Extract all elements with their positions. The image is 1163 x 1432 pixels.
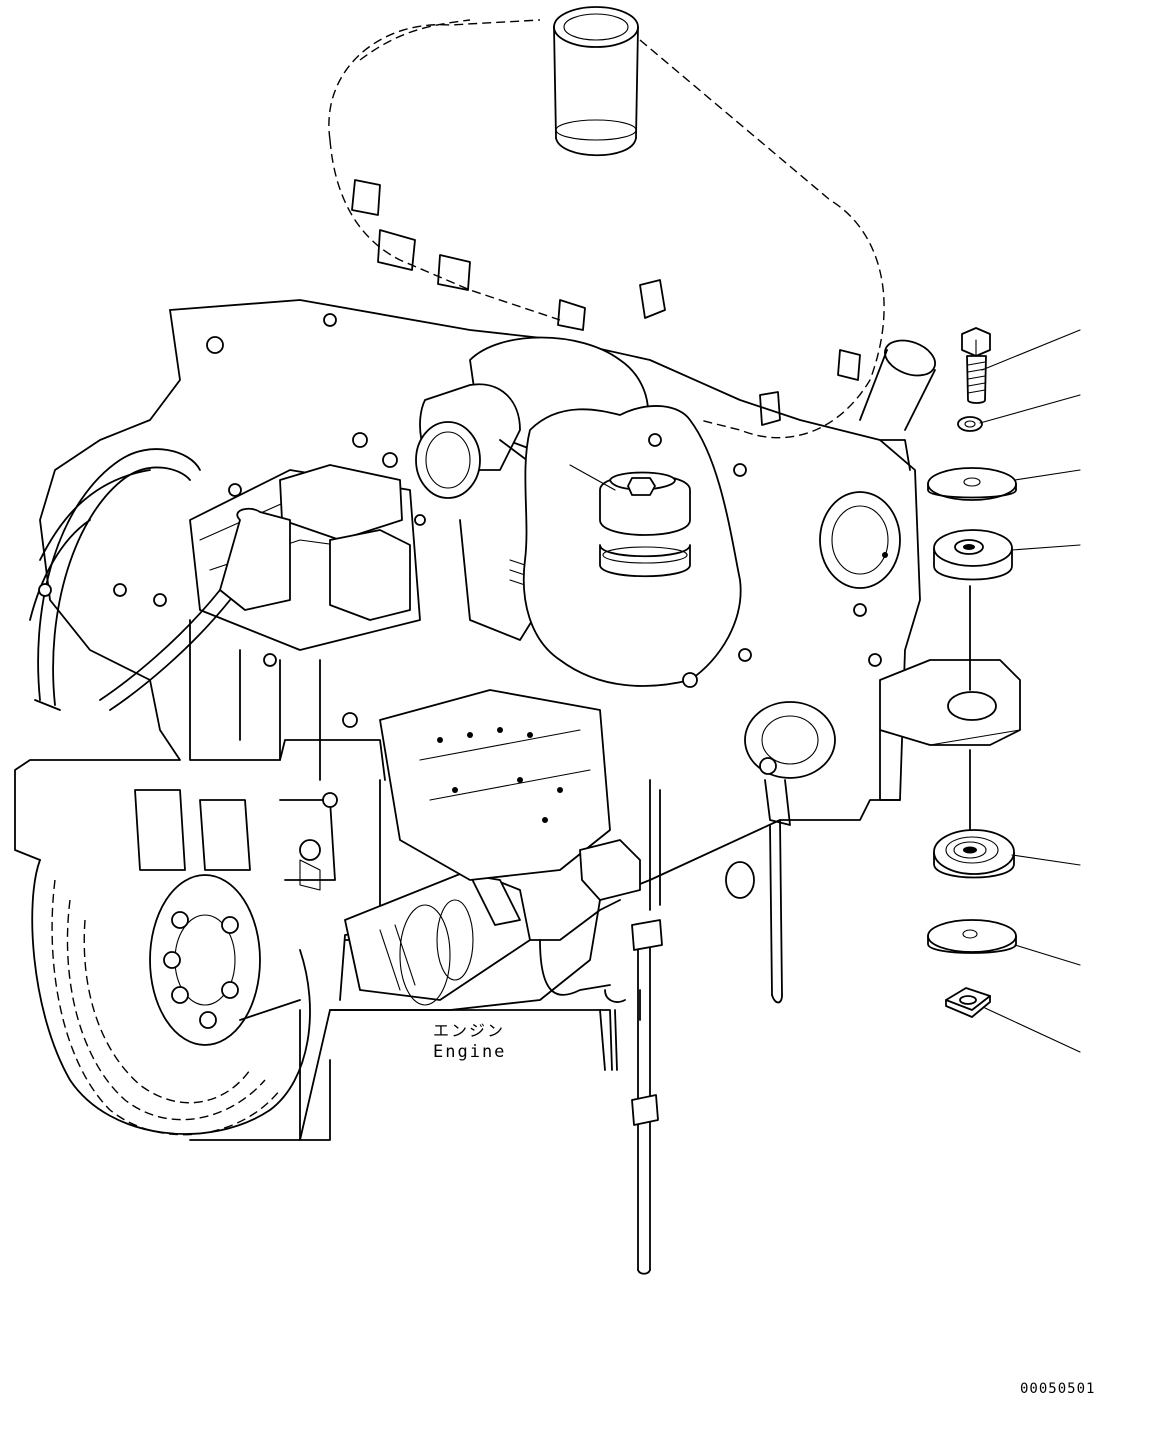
engine-cover-plate xyxy=(522,405,742,687)
mount-cushion-upper xyxy=(933,529,1013,581)
mount-washer-small xyxy=(957,416,983,432)
leader-line-washer-small xyxy=(979,394,1081,424)
mount-bolt xyxy=(961,327,991,404)
leader-line-bolt xyxy=(981,329,1081,371)
starter-motor xyxy=(344,869,531,1006)
muffler-brackets xyxy=(351,179,861,426)
dipstick-tube xyxy=(631,779,663,1275)
mount-washer-large-bottom xyxy=(927,919,1017,954)
leader-line-cushion-upper xyxy=(1011,544,1081,551)
mount-washer-large-top xyxy=(927,467,1017,501)
front-cover xyxy=(379,689,641,901)
leader-line-nut xyxy=(984,1007,1081,1053)
engine-label-japanese: エンジン xyxy=(433,1021,506,1040)
oil-pan xyxy=(539,819,783,1071)
exhaust-elbow xyxy=(859,339,936,431)
engine-mount-bracket xyxy=(879,659,1021,801)
flywheel-housing xyxy=(31,859,331,1141)
alternator xyxy=(819,439,911,589)
muffler-outline xyxy=(328,19,885,439)
coolant-hoses xyxy=(29,448,231,711)
leader-line-washer-bottom xyxy=(1014,944,1081,966)
mount-cushion-lower xyxy=(933,829,1015,879)
detail-fittings xyxy=(38,313,882,861)
leader-lines xyxy=(569,329,1081,1053)
muffler-tailpipe xyxy=(553,6,639,157)
engine-label-english: Engine xyxy=(433,1042,507,1062)
leader-line-cushion-lower xyxy=(1011,854,1081,866)
figure-reference-code: 00050501 xyxy=(1020,1381,1096,1397)
leader-line-washer-top xyxy=(1014,469,1081,481)
leader-line-cover-bolt xyxy=(569,464,616,491)
mount-nut xyxy=(945,987,991,1018)
water-pump xyxy=(725,701,836,899)
